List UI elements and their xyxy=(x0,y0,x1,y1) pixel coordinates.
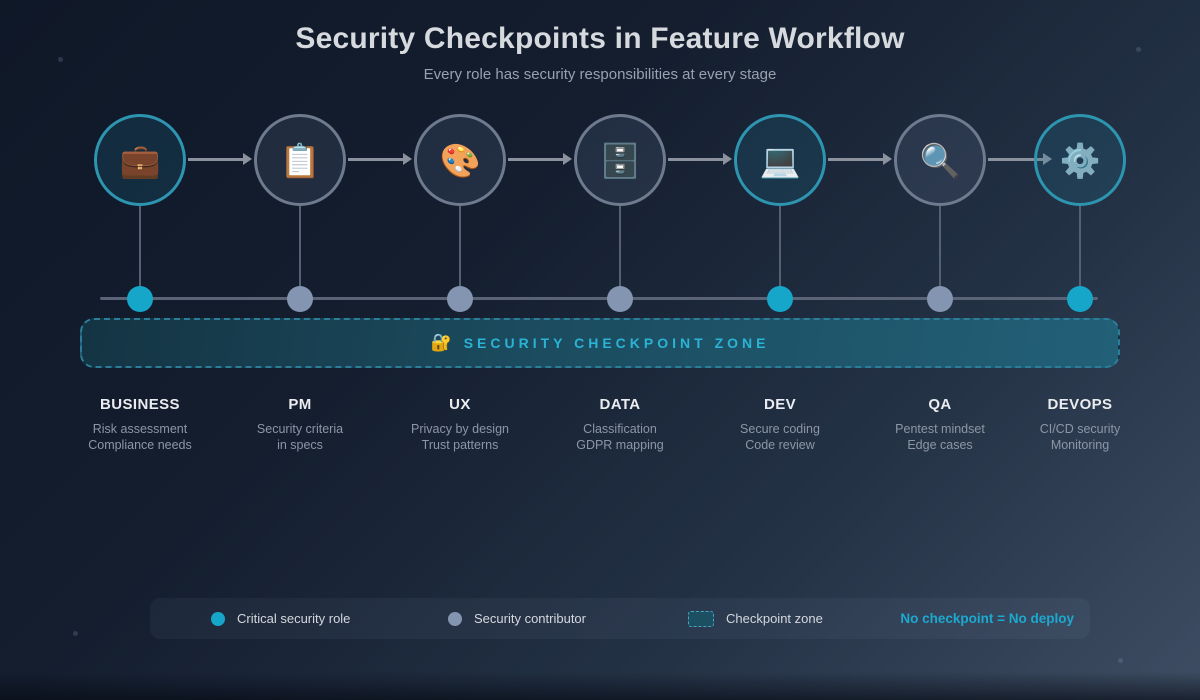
stage-stem xyxy=(299,206,301,299)
timeline-dot-data xyxy=(607,286,633,312)
role-note: Classification xyxy=(583,422,657,436)
stage-circle-business: 💼 xyxy=(94,114,186,206)
role-note: Compliance needs xyxy=(88,438,192,452)
gear-icon: ⚙️ xyxy=(1059,141,1101,179)
timeline-dot-pm xyxy=(287,286,313,312)
legend-label: Checkpoint zone xyxy=(726,611,823,626)
role-note: CI/CD security xyxy=(1039,422,1121,436)
role-note: Edge cases xyxy=(907,438,973,452)
role-note: Risk assessment xyxy=(92,422,188,436)
arrow-connector xyxy=(348,153,412,165)
stage-stem xyxy=(1079,206,1081,299)
stage-circle-devops: ⚙️ xyxy=(1034,114,1126,206)
role-note: Secure coding xyxy=(740,422,820,436)
background-dot xyxy=(58,57,63,62)
role-title: PM xyxy=(288,396,312,413)
timeline-dot-dev xyxy=(767,286,793,312)
role-devops: DEVOPS CI/CD security Monitoring xyxy=(1000,396,1160,453)
stage-circle-ux: 🎨 xyxy=(414,114,506,206)
stage-circle-pm: 📋 xyxy=(254,114,346,206)
legend-item-warning: No checkpoint = No deploy xyxy=(900,598,1074,639)
zone-label: SECURITY CHECKPOINT ZONE xyxy=(463,335,770,351)
arrow-connector xyxy=(668,153,732,165)
legend-label: Security contributor xyxy=(474,611,586,626)
role-dev: DEV Secure coding Code review xyxy=(700,396,860,453)
clipboard-icon: 📋 xyxy=(279,141,321,179)
stage-stem xyxy=(939,206,941,299)
stage-circle-dev: 💻 xyxy=(734,114,826,206)
arrow-connector xyxy=(188,153,252,165)
magnifier-icon: 🔍 xyxy=(919,141,961,179)
legend-bar: Critical security role Security contribu… xyxy=(150,598,1090,639)
role-note: Pentest mindset xyxy=(895,422,985,436)
role-title: DEV xyxy=(763,396,797,413)
role-note: Security criteria xyxy=(256,422,344,436)
role-note: Privacy by design xyxy=(411,422,509,436)
legend-label: Critical security role xyxy=(237,611,351,626)
laptop-icon: 💻 xyxy=(759,141,801,179)
stage-circle-data: 🗄️ xyxy=(574,114,666,206)
legend-item-zone: Checkpoint zone xyxy=(688,598,823,639)
role-title: UX xyxy=(449,396,471,413)
background-dot xyxy=(1136,47,1141,52)
warning-text: No checkpoint = No deploy xyxy=(900,611,1074,626)
stage-circle-qa: 🔍 xyxy=(894,114,986,206)
page-subtitle: Every role has security responsibilities… xyxy=(423,66,777,83)
page-title: Security Checkpoints in Feature Workflow xyxy=(295,22,905,55)
lock-icon: 🔐 xyxy=(430,333,452,352)
role-note: in specs xyxy=(277,438,323,452)
stage-stem xyxy=(139,206,141,299)
role-data: DATA Classification GDPR mapping xyxy=(540,396,700,453)
timeline-dot-qa xyxy=(927,286,953,312)
stage-stem xyxy=(619,206,621,299)
stage-stem xyxy=(779,206,781,299)
critical-dot-icon xyxy=(211,611,225,626)
role-pm: PM Security criteria in specs xyxy=(220,396,380,453)
zone-swatch-icon xyxy=(688,610,714,627)
background-dot xyxy=(1118,658,1123,663)
arrow-connector xyxy=(828,153,892,165)
role-business: BUSINESS Risk assessment Compliance need… xyxy=(60,396,220,453)
role-note: GDPR mapping xyxy=(576,438,664,452)
role-ux: UX Privacy by design Trust patterns xyxy=(380,396,540,453)
role-title: BUSINESS xyxy=(100,396,180,413)
palette-icon: 🎨 xyxy=(439,141,481,179)
role-note: Trust patterns xyxy=(421,438,499,452)
briefcase-icon: 💼 xyxy=(119,141,161,179)
security-checkpoint-zone: 🔐 SECURITY CHECKPOINT ZONE xyxy=(80,318,1120,368)
timeline-dot-ux xyxy=(447,286,473,312)
role-note: Code review xyxy=(745,438,815,452)
background-dot xyxy=(73,631,78,636)
role-title: DATA xyxy=(599,396,641,413)
role-title: QA xyxy=(928,396,952,413)
role-note: Monitoring xyxy=(1050,438,1110,452)
role-title: DEVOPS xyxy=(1047,396,1113,413)
contributor-dot-icon xyxy=(448,611,462,626)
timeline-dot-business xyxy=(127,286,153,312)
role-qa: QA Pentest mindset Edge cases xyxy=(860,396,1020,453)
legend-item-critical: Critical security role xyxy=(211,598,350,639)
legend-item-contributor: Security contributor xyxy=(448,598,586,639)
timeline-dot-devops xyxy=(1067,286,1093,312)
stage-stem xyxy=(459,206,461,299)
arrow-connector xyxy=(508,153,572,165)
timeline-line xyxy=(100,297,1098,300)
file-cabinet-icon: 🗄️ xyxy=(599,141,641,179)
